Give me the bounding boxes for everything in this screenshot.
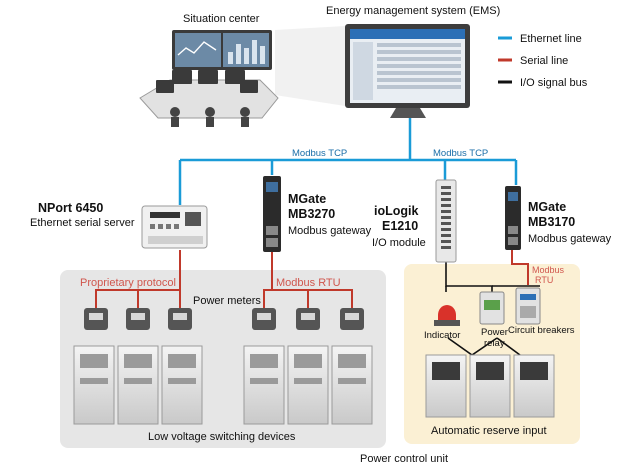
iologik-e1210-device <box>435 179 457 263</box>
power-relay-device <box>479 291 505 325</box>
mgate-mb3270-device <box>263 176 281 252</box>
circuit-breakers-device <box>515 287 541 325</box>
auto-reserve-label: Automatic reserve input <box>431 425 547 437</box>
modbus-tcp-left-label: Modbus TCP <box>292 148 347 159</box>
modbus-tcp-right-label: Modbus TCP <box>433 148 488 159</box>
modbus-rtu-small-line2: RTU <box>535 275 553 285</box>
situation-center-label: Situation center <box>183 13 260 25</box>
serial-lines <box>95 250 529 308</box>
io-bus-lines <box>445 262 540 356</box>
mgate1-desc: Modbus gateway <box>288 225 372 237</box>
proprietary-protocol-label: Proprietary protocol <box>80 277 176 289</box>
low-voltage-label: Low voltage switching devices <box>148 431 296 443</box>
legend-label-io: I/O signal bus <box>520 77 588 89</box>
mgate2-name-line2: MB3170 <box>528 215 575 229</box>
iologik-name-line1: ioLogik <box>374 204 418 218</box>
modbus-rtu-label: Modbus RTU <box>276 277 341 289</box>
ems-view-beam <box>275 26 345 106</box>
iologik-desc: I/O module <box>372 237 426 249</box>
legend-label-serial: Serial line <box>520 55 568 67</box>
power-relay-label-line1: Power <box>481 327 508 338</box>
power-meters-label: Power meters <box>193 295 261 307</box>
indicator-label: Indicator <box>424 330 460 341</box>
mgate2-desc: Modbus gateway <box>528 233 612 245</box>
nport-6450-device <box>141 205 208 249</box>
power-relay-label-line2: relay <box>484 338 505 349</box>
ems-monitor <box>345 24 470 118</box>
nport-name: NPort 6450 <box>38 201 103 215</box>
situation-center-illustration <box>139 30 279 127</box>
nport-desc: Ethernet serial server <box>30 217 135 229</box>
power-control-label: Power control unit <box>360 453 448 465</box>
mgate1-name-line1: MGate <box>288 192 326 206</box>
iologik-name-line2: E1210 <box>382 219 418 233</box>
ems-label: Energy management system (EMS) <box>326 5 500 17</box>
indicator-light <box>434 305 460 326</box>
mgate1-name-line2: MB3270 <box>288 207 335 221</box>
legend-label-ethernet: Ethernet line <box>520 33 582 45</box>
legend: Ethernet line Serial line I/O signal bus <box>498 33 588 89</box>
mgate-mb3170-device <box>505 186 521 250</box>
mgate2-name-line1: MGate <box>528 200 566 214</box>
modbus-rtu-small-line1: Modbus <box>532 265 565 275</box>
circuit-breakers-label: Circuit breakers <box>508 325 575 336</box>
